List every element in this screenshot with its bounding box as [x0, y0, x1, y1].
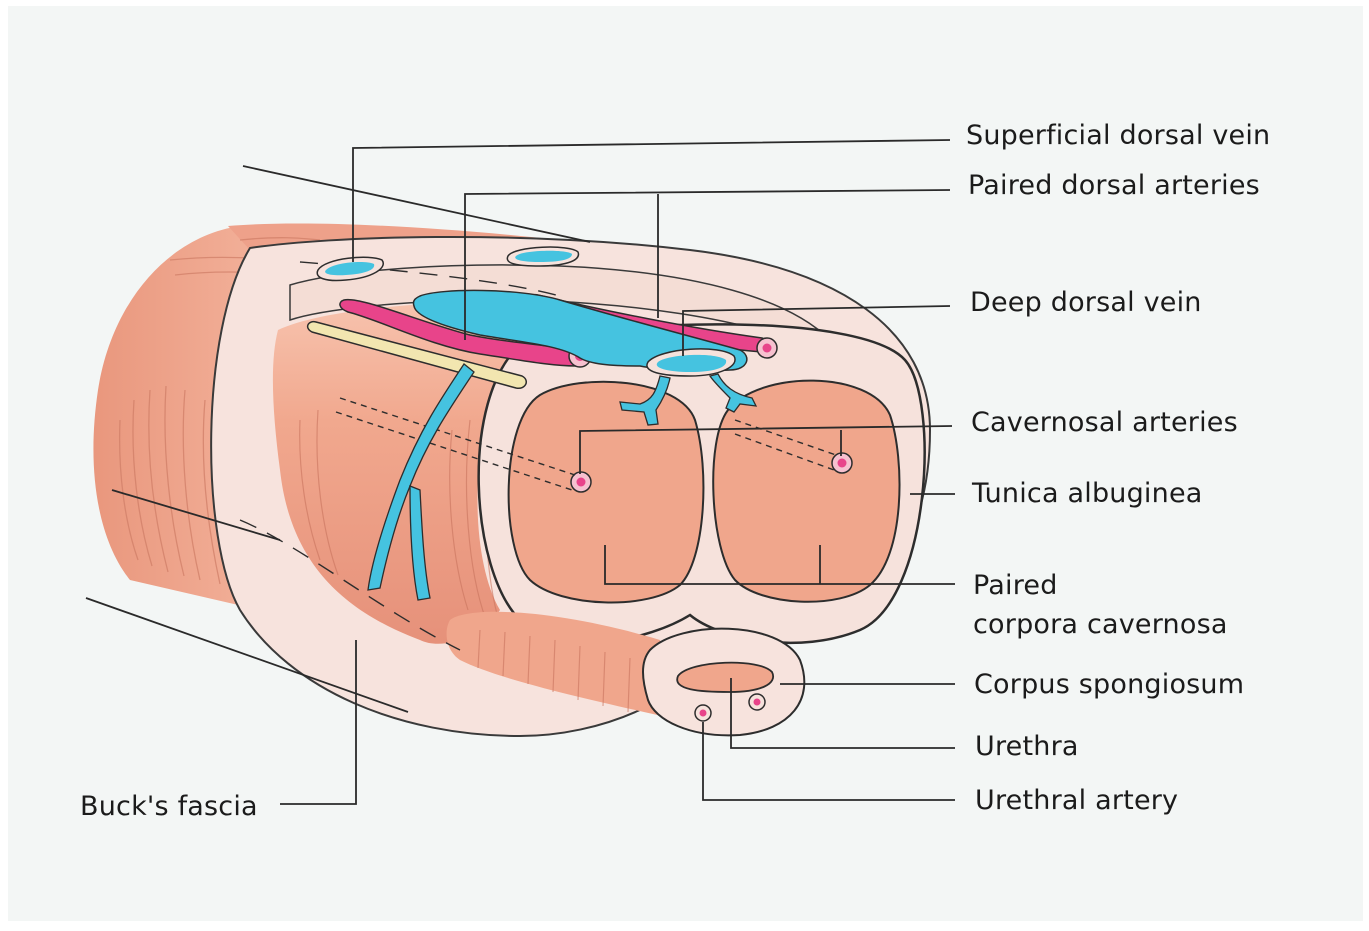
cavernosal-artery-right-core	[838, 459, 847, 468]
label-cavernosal-arteries: Cavernosal arteries	[971, 409, 1238, 436]
label-tunica-albuginea: Tunica albuginea	[972, 480, 1203, 507]
right-corpus-cavernosum	[713, 381, 899, 602]
urethral-artery-right-core	[754, 699, 761, 706]
dorsal-artery-right-end-core	[763, 344, 772, 353]
label-urethral-artery: Urethral artery	[975, 787, 1178, 814]
label-paired-corpora-line2: corpora cavernosa	[973, 611, 1228, 638]
label-urethra: Urethra	[975, 733, 1079, 760]
cavernosal-artery-left-core	[577, 478, 586, 487]
urethra	[677, 663, 773, 692]
left-corpus-cavernosum	[509, 382, 704, 603]
label-paired-dorsal-arteries: Paired dorsal arteries	[968, 172, 1260, 199]
label-corpus-spongiosum: Corpus spongiosum	[974, 671, 1244, 698]
label-superficial-dorsal-vein: Superficial dorsal vein	[966, 122, 1270, 149]
label-paired-corpora-line1: Paired	[973, 572, 1058, 599]
label-deep-dorsal-vein: Deep dorsal vein	[970, 289, 1202, 316]
urethral-artery-left-core	[700, 710, 707, 717]
label-bucks-fascia: Buck's fascia	[80, 793, 258, 820]
